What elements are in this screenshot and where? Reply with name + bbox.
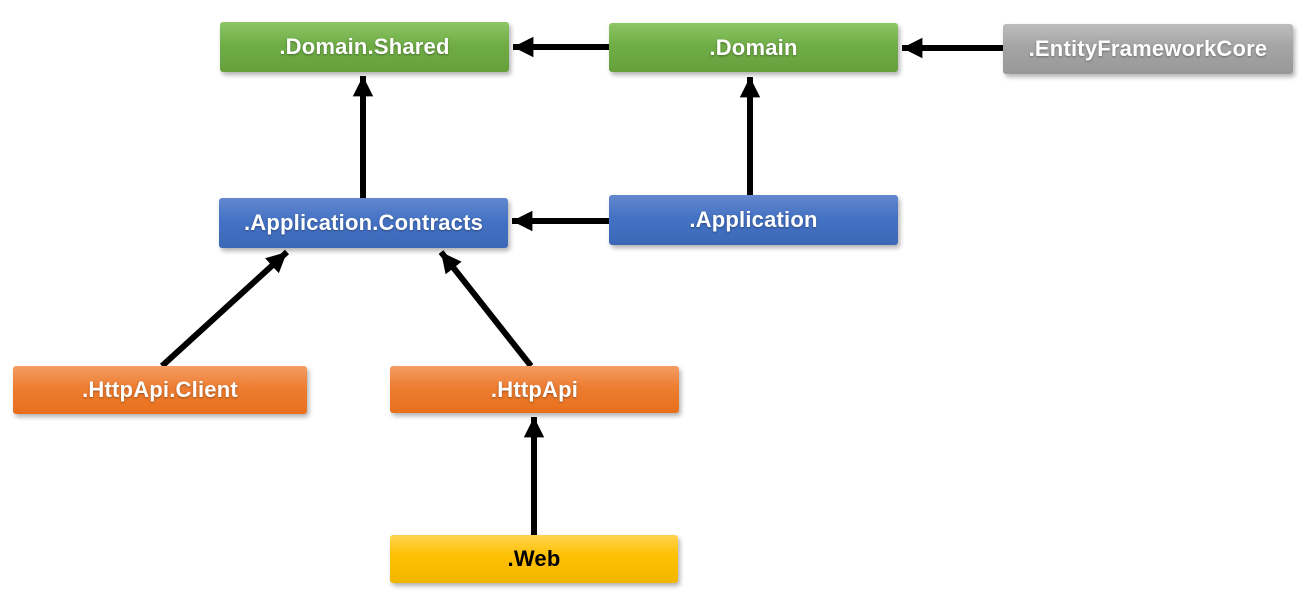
node-label-application-contracts: .Application.Contracts	[243, 210, 484, 235]
node-httpapi-client: .HttpApi.Client	[13, 366, 307, 414]
node-label-domain-shared: .Domain.Shared	[279, 34, 450, 59]
node-httpapi: .HttpApi	[390, 366, 679, 413]
arrow-httpapi-to-application-contracts	[438, 250, 534, 368]
node-label-entity-framework-core: .EntityFrameworkCore	[1028, 36, 1268, 61]
node-label-httpapi-client: .HttpApi.Client	[82, 377, 238, 402]
node-label-application: .Application	[689, 207, 818, 232]
node-label-httpapi: .HttpApi	[490, 376, 579, 402]
node-entity-framework-core: .EntityFrameworkCore	[1003, 24, 1293, 74]
node-label-web: .Web	[507, 546, 561, 571]
node-domain-shared: .Domain.Shared	[220, 22, 509, 72]
node-application-contracts: .Application.Contracts	[219, 198, 508, 248]
node-application: .Application	[609, 195, 898, 245]
node-domain: .Domain	[609, 23, 898, 72]
node-web: .Web	[390, 535, 678, 583]
node-label-domain: .Domain	[709, 34, 798, 60]
arrow-httpapi-client-to-application-contracts	[159, 249, 290, 369]
